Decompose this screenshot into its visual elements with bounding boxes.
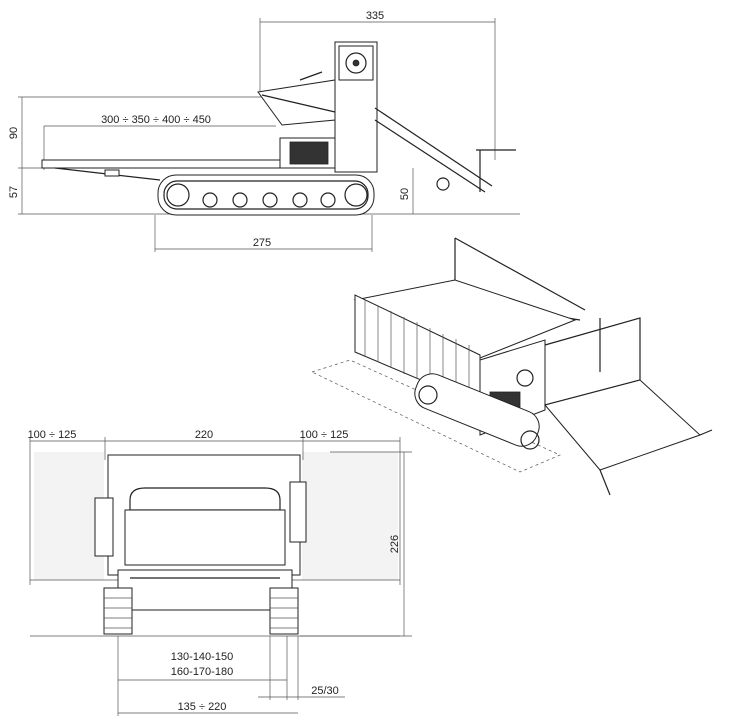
side-crawler-track: [157, 174, 375, 216]
dim-label-335: 335: [366, 10, 384, 22]
dim-label-275: 275: [253, 237, 271, 249]
dimension-height-57: 57: [8, 167, 50, 214]
dim-label-135-220: 135 ÷ 220: [178, 701, 227, 713]
dim-label-57: 57: [8, 186, 20, 198]
dimension-top-width: 335: [259, 10, 496, 160]
dim-label-226: 226: [389, 535, 401, 553]
dim-label-bed-length: 300 ÷ 350 ÷ 400 ÷ 450: [101, 114, 211, 126]
dim-label-gauge-2: 160-170-180: [171, 666, 233, 678]
dimension-front-widths: 100 ÷ 125 220 100 ÷ 125: [28, 429, 401, 585]
dimension-overall-width: 135 ÷ 220: [118, 701, 298, 714]
dimension-track-length: 275: [154, 215, 373, 252]
dim-label-25-30: 25/30: [311, 685, 339, 697]
dim-label-right-ext: 100 ÷ 125: [300, 429, 349, 441]
side-view: 335 90 57 50 300 ÷ 350 ÷ 400 ÷ 450: [8, 10, 520, 252]
dim-label-90: 90: [8, 127, 20, 139]
front-machine: [94, 454, 307, 635]
dimension-bed-length: 300 ÷ 350 ÷ 400 ÷ 450: [43, 114, 276, 170]
side-loader-frame: [257, 41, 516, 193]
dimension-height-90: 90: [8, 96, 262, 168]
dim-label-50: 50: [399, 188, 411, 200]
dim-label-gauge-1: 130-140-150: [171, 651, 233, 663]
front-view: 100 ÷ 125 220 100 ÷ 125 226: [28, 429, 412, 716]
dim-label-left-ext: 100 ÷ 125: [28, 429, 77, 441]
dimension-track-width: 25/30: [258, 636, 345, 700]
dim-label-220: 220: [195, 429, 213, 441]
dimension-track-gauge: 130-140-150 160-170-180: [117, 636, 288, 716]
isometric-view: [311, 237, 713, 496]
dimension-height-50: 50: [399, 168, 414, 214]
